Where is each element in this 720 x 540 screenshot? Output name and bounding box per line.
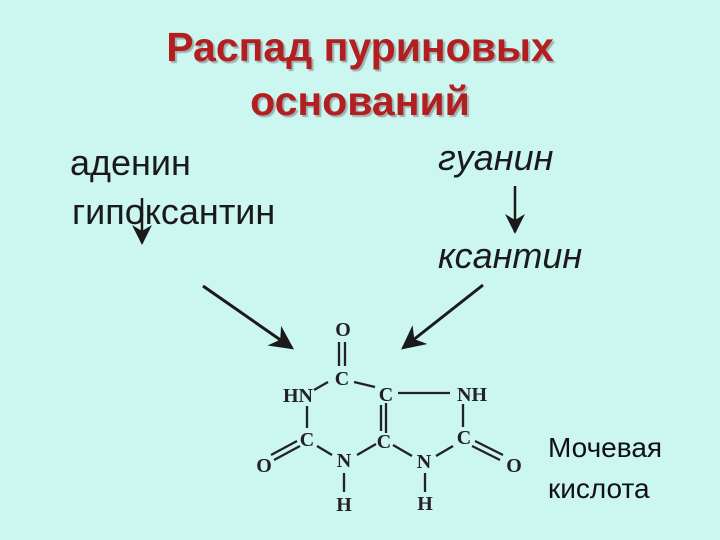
atom-h3: H (336, 494, 352, 516)
atom-c5: C (379, 384, 393, 406)
xanthine-label: ксантин (438, 235, 583, 276)
atom-c8: C (457, 427, 471, 449)
guanine-label: гуанин (438, 137, 554, 178)
uric-acid-label-line-1: Мочевая (548, 432, 663, 463)
atom-o-left: O (256, 455, 272, 477)
title-line-1: Распад пуриновых (166, 24, 554, 70)
atom-n7-h: NH (457, 384, 487, 406)
atom-c6: C (335, 368, 349, 390)
atom-o-top: O (335, 319, 351, 341)
atom-hn1: HN (283, 385, 314, 407)
hypoxanthine-to-uric-acid-arrow (202, 284, 294, 350)
atom-n9: N (417, 451, 432, 473)
hypoxanthine-label: гипоксантин (72, 191, 276, 232)
xanthine-to-uric-acid-arrow (401, 283, 484, 350)
title-line-2: оснований (250, 78, 470, 124)
uric-acid-bonds (270, 342, 504, 492)
adenine-label: аденин (70, 142, 191, 183)
atom-n3: N (337, 450, 352, 472)
atom-c2: C (300, 429, 314, 451)
atom-h9: H (417, 493, 433, 515)
atom-o-right: O (506, 455, 522, 477)
uric-acid-label-line-2: кислота (548, 473, 650, 504)
atom-c4: C (377, 431, 391, 453)
